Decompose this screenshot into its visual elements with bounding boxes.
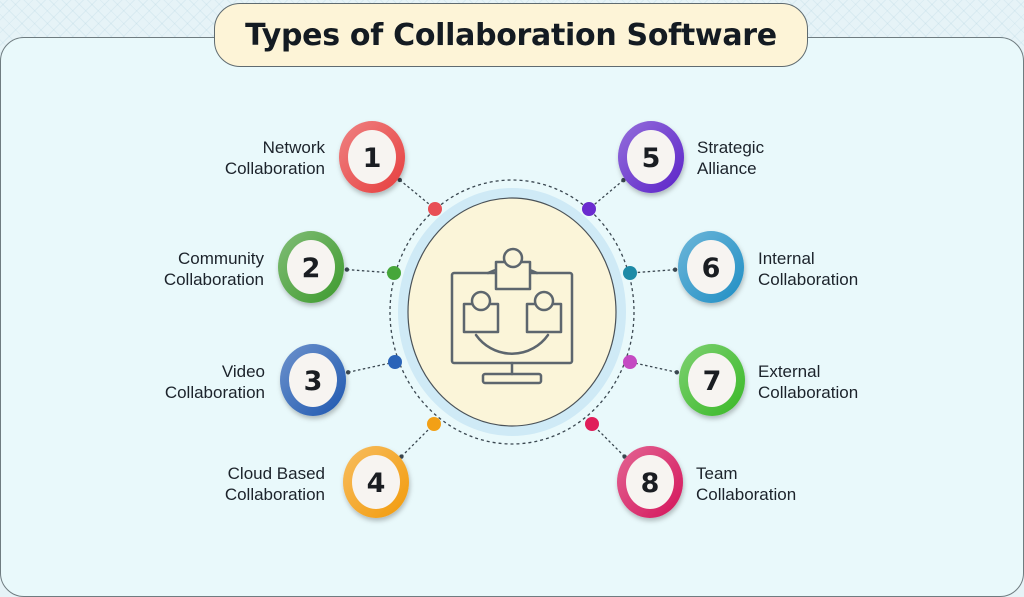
- connector-line-7: [629, 361, 677, 373]
- item-label-line1: Community: [178, 249, 264, 268]
- connector-tip-2: [344, 267, 350, 272]
- item-label-line2: Collaboration: [758, 270, 859, 289]
- badge-number: 4: [367, 468, 386, 499]
- number-badge-6: 6: [678, 231, 744, 303]
- connector-tip-7: [674, 370, 680, 375]
- item-label-line2: Collaboration: [163, 270, 264, 289]
- video-conference-icon: [450, 247, 574, 385]
- ring-dot-8: [585, 417, 599, 431]
- item-label-line2: Collaboration: [758, 383, 859, 402]
- page-title: Types of Collaboration Software: [245, 17, 777, 53]
- item-label-line1: Team: [696, 464, 738, 483]
- item-label-line1: External: [758, 362, 821, 381]
- badge-inner: [287, 240, 335, 294]
- number-badge-8: 8: [617, 446, 683, 518]
- ring-dot-5: [582, 202, 596, 216]
- ring-dot-4: [427, 417, 441, 431]
- connector-line-3: [348, 361, 396, 373]
- number-badge-2: 2: [278, 231, 344, 303]
- connector-line-2: [346, 268, 395, 274]
- badge-number: 3: [304, 366, 323, 397]
- item-label-line2: Collaboration: [164, 383, 265, 402]
- center-circle: [407, 197, 617, 427]
- item-label-line1: Network: [262, 138, 325, 157]
- badge-number: 7: [703, 366, 722, 397]
- connector-tip-8: [622, 454, 627, 459]
- number-badge-7: 7: [679, 344, 745, 416]
- connector-line-5: [588, 179, 624, 210]
- connector-tip-1: [397, 177, 402, 183]
- badge-inner: [626, 455, 674, 509]
- ring-dot-6: [623, 266, 637, 280]
- number-badge-1: 1: [339, 121, 405, 193]
- badge-inner: [688, 353, 736, 407]
- number-badge-5: 5: [618, 121, 684, 193]
- diagram-canvas: 1 2 3 4 5 6 7 8: [278, 121, 745, 518]
- badge-number: 5: [642, 143, 661, 174]
- connector-tip-5: [621, 177, 626, 183]
- title-banner: Types of Collaboration Software: [214, 3, 808, 67]
- badge-inner: [687, 240, 735, 294]
- badge-number: 8: [641, 468, 660, 499]
- badge-inner: [352, 455, 400, 509]
- badge-inner: [289, 353, 337, 407]
- item-label-line1: Video: [221, 362, 265, 381]
- item-label-line2: Collaboration: [696, 485, 797, 504]
- item-label-line2: Collaboration: [224, 485, 325, 504]
- ring-dot-3: [388, 355, 402, 369]
- item-label-line2: Alliance: [697, 159, 757, 178]
- item-label-line1: Strategic: [697, 138, 765, 157]
- item-label-line2: Collaboration: [224, 159, 325, 178]
- ring-dot-2: [387, 266, 401, 280]
- item-label-line1: Internal: [758, 249, 815, 268]
- ring-dot-7: [623, 355, 637, 369]
- ring-dot-1: [428, 202, 442, 216]
- item-label-line1: Cloud Based: [227, 464, 325, 483]
- connector-tip-4: [399, 454, 404, 459]
- badge-number: 6: [702, 253, 721, 284]
- badge-number: 2: [302, 253, 321, 284]
- badge-inner: [348, 130, 396, 184]
- number-badge-3: 3: [280, 344, 346, 416]
- connector-tip-6: [672, 267, 678, 272]
- number-badge-4: 4: [343, 446, 409, 518]
- badge-number: 1: [363, 143, 382, 174]
- connector-tip-3: [345, 370, 351, 375]
- outer-dashed-ring: [389, 179, 635, 445]
- badge-inner: [627, 130, 675, 184]
